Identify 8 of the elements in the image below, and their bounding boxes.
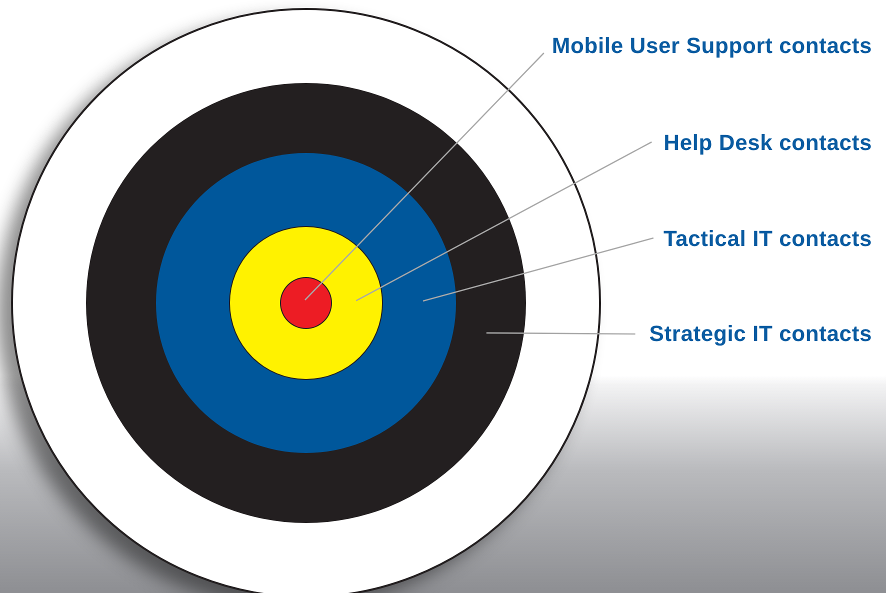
- leader-line: [422, 237, 654, 302]
- ring-label: Mobile User Support contacts: [552, 33, 872, 59]
- ring-label: Strategic IT contacts: [649, 321, 872, 347]
- ring-label: Tactical IT contacts: [663, 226, 872, 252]
- leader-line: [356, 141, 652, 302]
- leader-line: [486, 332, 636, 335]
- leader-line: [304, 52, 544, 300]
- ring-label: Help Desk contacts: [664, 130, 872, 156]
